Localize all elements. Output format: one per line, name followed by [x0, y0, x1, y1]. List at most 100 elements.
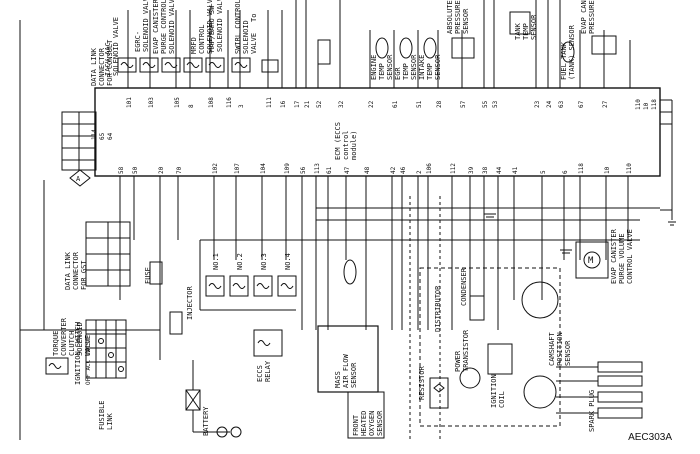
- absolute-pressure-label: SENSOR: [462, 8, 470, 34]
- ign-positions-label: OFF ACC ON ST: [85, 338, 92, 385]
- fuel-tank-label: FUEL TANK: [560, 41, 568, 80]
- camshaft-label: CAMSHAFT: [548, 331, 556, 366]
- data-link-consult-label: DATA LINK: [90, 47, 98, 86]
- spark-plug-label: SPARK PLUG: [588, 390, 596, 432]
- ecm-bottom-pin: 104: [260, 163, 267, 174]
- injector-no-label: NO.2: [236, 253, 244, 270]
- fusible-link-label: FUSIBLE: [98, 400, 106, 430]
- ecm-bottom-pin: 48: [364, 166, 371, 174]
- evap-purge-valve-label: PURGE CONTROL: [160, 0, 168, 54]
- absolute-pressure-label: PRESSURE: [454, 0, 462, 34]
- mrfd-label: SOLENOID VALVE: [206, 0, 214, 54]
- eccs-relay-label: ECCS: [256, 365, 264, 382]
- swirl-label: VALVE: [250, 33, 258, 54]
- ecm-top-pin: 108: [208, 97, 215, 108]
- ecm-top-pin: 32: [338, 100, 345, 108]
- tank-temp-label: SENSOR: [530, 14, 538, 40]
- injector-symbols: [199, 240, 297, 311]
- ecm-top-pin: 111: [266, 97, 273, 108]
- ecm-bottom-pin: 107: [234, 163, 241, 174]
- ecm-top-pin: 21: [304, 100, 311, 108]
- ecm-top-pin: 63: [558, 100, 565, 108]
- ignition-switch-label: IGNITION SWITCH: [74, 322, 82, 385]
- ecm-bottom-pin: 20: [158, 166, 165, 174]
- distributor-label: DISTRIBUTOR: [434, 285, 442, 332]
- ecm-bottom-pin: 50: [132, 166, 139, 174]
- ecm-top-pin: 53: [492, 100, 499, 108]
- torque-converter-label: TORQUE: [52, 331, 60, 356]
- ecm-bottom-pin: 44: [496, 166, 503, 174]
- ecm-bottom-pin: 39: [468, 166, 475, 174]
- torque-converter-label: VALVE: [84, 335, 92, 356]
- evap-volume-label: CONTROL VALVE: [626, 229, 634, 284]
- data-link-consult-label: CONNECTOR: [98, 47, 106, 86]
- ecm-bottom-pin: 113: [314, 163, 321, 174]
- intake-temp-label: TEMP: [426, 63, 434, 80]
- battery-label: BATTERY: [202, 406, 210, 436]
- ecm-top-pin: 105: [174, 97, 181, 108]
- ecm-top-pin: 51: [416, 100, 423, 108]
- front-ho2s-label: FRONT: [352, 414, 360, 436]
- consult-connector-symbol: [61, 111, 97, 187]
- ecm-top-pin: 28: [436, 100, 443, 108]
- ecm-top-pin: 61: [392, 100, 399, 108]
- power-transistor-label: TRANSISTOR: [462, 329, 470, 372]
- maf-label: MASS: [334, 371, 342, 388]
- ecm-label-text: ECM (ECCS: [334, 122, 342, 160]
- ecm-top-pin: 16: [280, 100, 287, 108]
- right-ground-bus: [660, 99, 676, 226]
- evap-pressure-label: EVAP CANISTER: [580, 0, 588, 34]
- tank-temp-label: TANK: [514, 22, 522, 40]
- top-sensor-symbols: [317, 11, 617, 65]
- mrfd-label: MRFD: [190, 37, 198, 54]
- eccs-relay-label: RELAY: [264, 360, 272, 382]
- injector-no-label: NO.4: [284, 253, 292, 270]
- iacv-label: IACV-AAC: [104, 42, 112, 76]
- spark-plug-symbols: [556, 361, 643, 419]
- ignition-coil-label: COIL: [498, 391, 506, 408]
- ecm-top-pin: 101: [126, 97, 133, 108]
- ecm-top-pin-b: 65: [99, 132, 106, 140]
- data-link-gst-label: DATA LINK: [64, 251, 72, 290]
- ignition-coil-label: IGNITION: [490, 374, 498, 408]
- ecm-bottom-pin: 56: [300, 166, 307, 174]
- ecm-top-pin: 17: [294, 100, 301, 108]
- ecm-bottom-pin: 61: [326, 166, 333, 174]
- ecm-bottom-pin: 118: [578, 163, 585, 174]
- ignition-switch-grid: [85, 319, 127, 379]
- ecm-top-pin: 3: [238, 104, 245, 108]
- torque-converter-symbol: [45, 357, 69, 375]
- ecm-top-pin: 116: [226, 97, 233, 108]
- data-link-gst-label: CONNECTOR: [72, 251, 80, 290]
- ecm-bottom-pin: 109: [284, 163, 291, 174]
- eccs-relay-symbol: [253, 329, 283, 357]
- engine-temp-label: ENGINE: [370, 55, 378, 80]
- egrc-label: SOLENOID VALVE: [142, 0, 150, 52]
- ecm-bottom-pin: 2: [416, 170, 423, 174]
- mrfd-label: CONTROL: [198, 24, 206, 54]
- motor-m-label: M: [588, 256, 594, 266]
- ecm-bottom-pin: 38: [482, 166, 489, 174]
- ecm-top-pin: 27: [602, 100, 609, 108]
- ecm-bottom-pin: 41: [512, 166, 519, 174]
- ground-symbols: [484, 213, 572, 254]
- condenser-label: CONDENSER: [460, 267, 468, 306]
- evap-volume-valve-symbol: [575, 241, 609, 279]
- evap-pressure-label: PRESSURE SENSOR: [588, 0, 596, 34]
- intake-temp-label: INTAKE: [418, 55, 426, 80]
- ecm-bottom-pin: 42: [390, 166, 397, 174]
- ecm-top-pin: 24: [546, 100, 553, 108]
- front-ho2s-symbol: [347, 391, 385, 439]
- engine-temp-label: SENSOR: [386, 54, 394, 80]
- ecm-top-pin: 57: [460, 100, 467, 108]
- egr-temp-label: TEMP: [402, 63, 410, 80]
- ecm-bottom-pin: 6: [562, 170, 569, 174]
- swirl-label: SWIRL CONTROL: [234, 0, 242, 54]
- camshaft-label: SENSOR: [564, 340, 572, 366]
- swirl-label: SOLENOID: [242, 20, 250, 54]
- connector-a-label: A: [76, 175, 81, 183]
- data-link-gst-label: FOR GST: [80, 260, 88, 290]
